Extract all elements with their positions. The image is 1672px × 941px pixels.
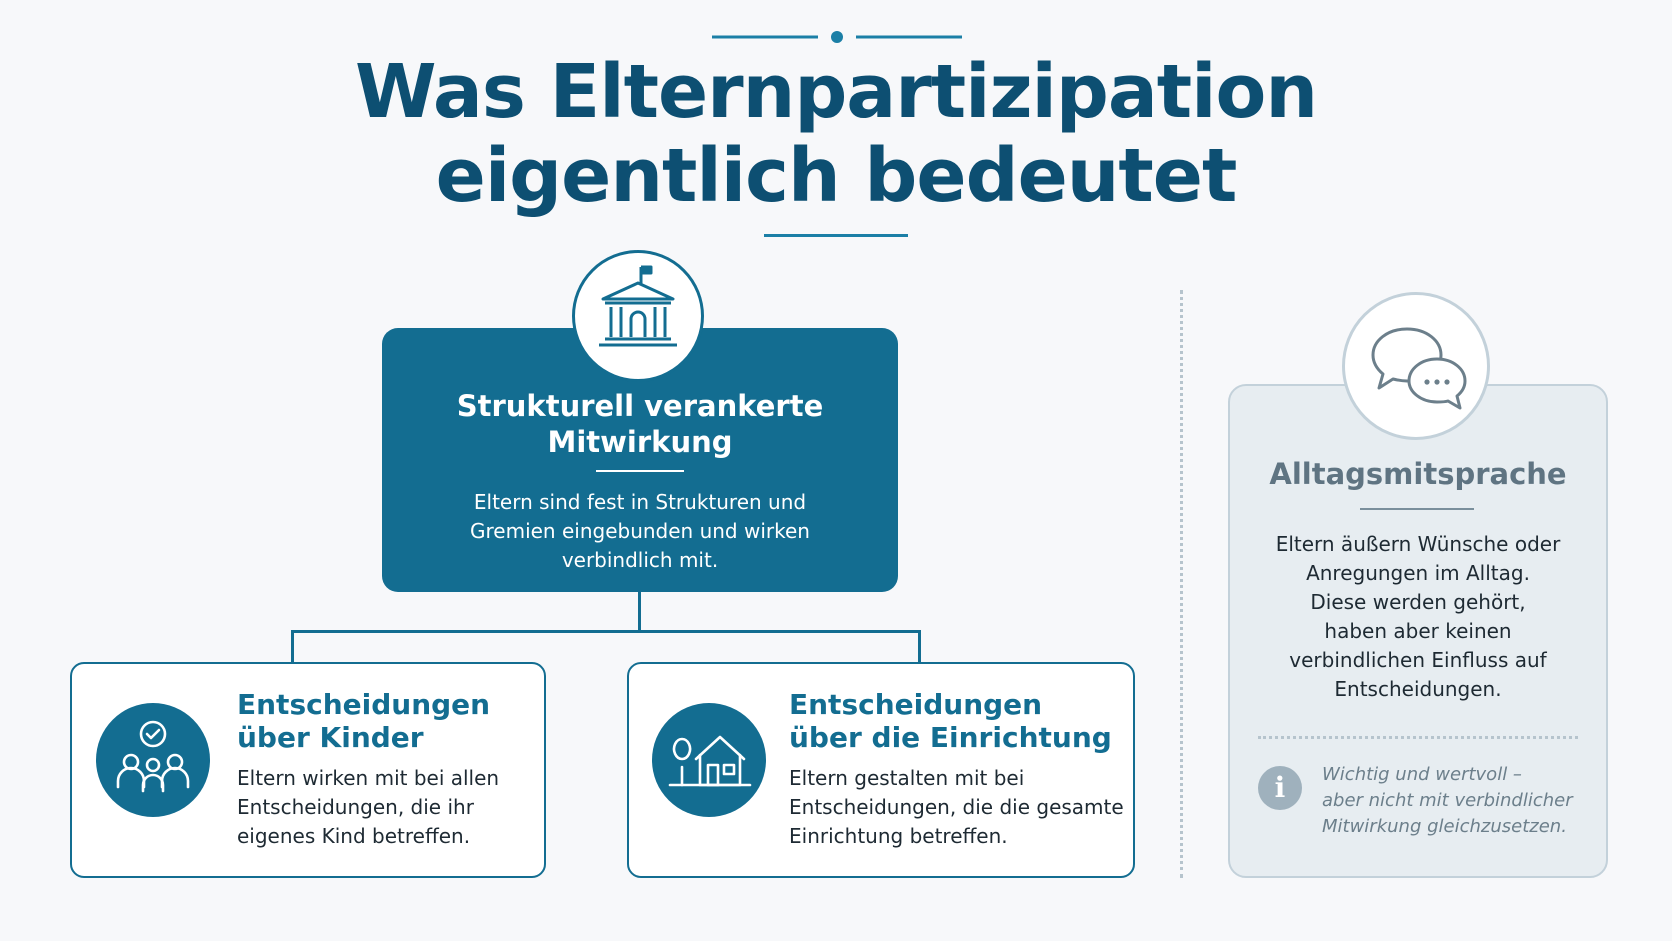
card2-desc-line3: Einrichtung betreffen. (789, 824, 1008, 848)
right-card-title: Alltagsmitsprache (1269, 457, 1567, 491)
card1-desc-line2: Entscheidungen, die ihr (237, 795, 474, 819)
card2-title-line1: Entscheidungen (789, 688, 1043, 721)
main-box-desc-line2: Gremien eingebunden und wirken (470, 519, 810, 543)
card1-desc-line1: Eltern wirken mit bei allen (237, 766, 500, 790)
main-box-title: Strukturell verankerte Mitwirkung (382, 388, 898, 460)
card2-title-line2: über die Einrichtung (789, 721, 1112, 754)
right-desc-line4: haben aber keinen (1324, 619, 1512, 643)
right-card-note: Wichtig und wertvoll – aber nicht mit ve… (1322, 762, 1592, 840)
title-decoration-top (712, 31, 962, 43)
card2-title: Entscheidungen über die Einrichtung (789, 688, 1129, 754)
main-box-desc-line3: verbindlich mit. (561, 548, 719, 572)
info-icon: i (1258, 766, 1302, 810)
right-card-divider (1360, 508, 1474, 510)
card2-icon-circle (652, 703, 766, 817)
section-separator (1180, 290, 1183, 878)
connector-vertical (638, 592, 641, 632)
main-box-description: Eltern sind fest in Strukturen und Gremi… (440, 488, 840, 575)
connector-left-drop (291, 630, 294, 664)
card2-desc-line1: Eltern gestalten mit bei (789, 766, 1025, 790)
right-card-description: Eltern äußern Wünsche oder Anregungen im… (1258, 530, 1578, 704)
connector-right-drop (918, 630, 921, 664)
page-title: Was Elternpartizipation eigentlich bedeu… (0, 50, 1672, 218)
right-note-line3: Mitwirkung gleichzusetzen. (1322, 816, 1567, 837)
main-icon-circle (572, 250, 704, 382)
main-box-title-line1: Strukturell verankerte (456, 389, 824, 423)
right-desc-line1: Eltern äußern Wünsche oder (1275, 532, 1561, 556)
main-box-title-line2: Mitwirkung (547, 425, 733, 459)
card2-description: Eltern gestalten mit bei Entscheidungen,… (789, 764, 1129, 851)
right-note-line2: aber nicht mit verbindlicher (1322, 790, 1573, 811)
card1-desc-line3: eigenes Kind betreffen. (237, 824, 471, 848)
card2-desc-line2: Entscheidungen, die die gesamte (789, 795, 1124, 819)
speech-bubbles-icon (1371, 327, 1467, 410)
right-desc-line3: Diese werden gehört, (1310, 590, 1526, 614)
card1-description: Eltern wirken mit bei allen Entscheidung… (237, 764, 537, 851)
right-note-line1: Wichtig und wertvoll – (1322, 764, 1522, 785)
right-desc-line2: Anregungen im Alltag. (1306, 561, 1530, 585)
page-title-line2: eigentlich bedeutet (435, 133, 1238, 219)
card1-title-line2: über Kinder (237, 721, 424, 754)
house-tree-icon (668, 735, 752, 787)
main-box-divider (596, 470, 684, 472)
right-desc-line6: Entscheidungen. (1334, 677, 1502, 701)
family-check-icon (116, 720, 190, 793)
page-title-line1: Was Elternpartizipation (354, 49, 1318, 135)
card1-icon-circle (96, 703, 210, 817)
card1-title-line1: Entscheidungen (237, 688, 491, 721)
right-desc-line5: verbindlichen Einfluss auf (1289, 648, 1547, 672)
main-box-desc-line1: Eltern sind fest in Strukturen und (473, 490, 807, 514)
right-icon-circle (1342, 292, 1490, 440)
institution-building-icon (599, 265, 677, 347)
title-underline (764, 234, 908, 237)
right-card-dotted-divider (1258, 736, 1578, 739)
connector-horizontal (291, 630, 921, 633)
card1-title: Entscheidungen über Kinder (237, 688, 537, 754)
